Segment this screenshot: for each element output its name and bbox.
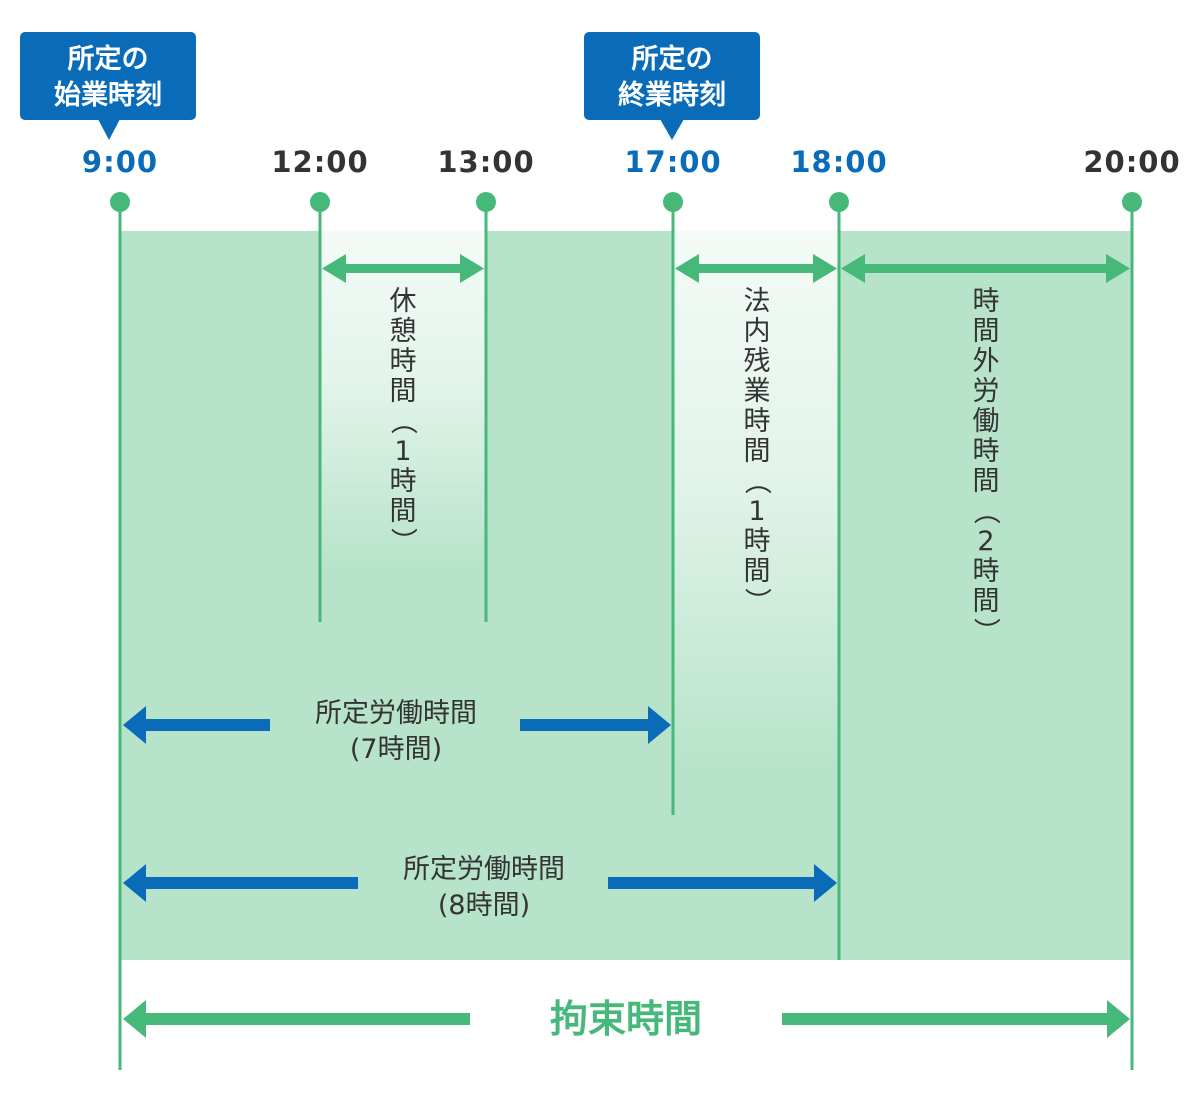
break-label-char: 1 — [394, 436, 411, 467]
time-label-2000: 20:00 — [1083, 145, 1180, 179]
overtime-label-char: 時 — [973, 286, 1000, 317]
dot-1300 — [476, 192, 496, 212]
break-arrow — [322, 254, 484, 283]
legal-overtime-label-char: 内 — [744, 316, 771, 347]
prescribed-7h-label-line1: 所定労働時間 — [315, 698, 477, 729]
overtime-label-char: 働 — [973, 406, 1000, 437]
legal-overtime-band — [673, 231, 839, 771]
restraint-label: 拘束時間 — [550, 997, 702, 1041]
dot-1700 — [663, 192, 683, 212]
overtime-label-char: 間 — [973, 316, 1000, 347]
overtime-label-char: （ — [970, 498, 1001, 525]
prescribed-7h-arrow — [123, 706, 671, 744]
bubble-start-line2: 始業時刻 — [54, 79, 162, 111]
legal-overtime-label-char: ） — [741, 588, 772, 615]
dot-0900 — [110, 192, 130, 212]
break-label-char: 時 — [390, 466, 417, 497]
legal-overtime-label-char: 法 — [744, 286, 771, 317]
overtime-arrow — [841, 254, 1130, 283]
legal-overtime-label-char: 間 — [744, 556, 771, 587]
dot-1800 — [829, 192, 849, 212]
prescribed-7h-label-line2: (7時間) — [350, 734, 442, 765]
time-label-1800: 18:00 — [790, 145, 887, 179]
break-label-char: 間 — [390, 496, 417, 527]
legal-overtime-label-char: 時 — [744, 526, 771, 557]
break-label-char: （ — [387, 408, 418, 435]
time-label-0900: 9:00 — [82, 145, 158, 179]
legal-overtime-label-char: 1 — [748, 496, 765, 527]
legal-overtime-label-char: （ — [741, 468, 772, 495]
dot-2000 — [1122, 192, 1142, 212]
legal-overtime-label-char: 間 — [744, 436, 771, 467]
bubble-start-time: 所定の 始業時刻 — [20, 32, 196, 140]
time-label-1300: 13:00 — [437, 145, 534, 179]
bubble-end-line1: 所定の — [632, 43, 713, 75]
overtime-label-char: 間 — [973, 586, 1000, 617]
overtime-label-char: ） — [970, 618, 1001, 645]
break-label-char: 休 — [390, 286, 417, 317]
legal-overtime-label-char: 業 — [744, 376, 771, 407]
overtime-label-char: 労 — [973, 376, 1000, 407]
bubble-end-time: 所定の 終業時刻 — [584, 32, 760, 140]
bubble-end-line2: 終業時刻 — [618, 79, 726, 111]
prescribed-8h-label-line2: (8時間) — [438, 890, 530, 921]
restraint-arrow — [123, 1000, 1130, 1038]
legal-overtime-label-char: 時 — [744, 406, 771, 437]
break-band — [320, 231, 486, 571]
time-label-1200: 12:00 — [271, 145, 368, 179]
break-label-char: 時 — [390, 346, 417, 377]
bubble-start-line1: 所定の — [68, 43, 149, 75]
legal-overtime-label-char: 残 — [744, 346, 771, 377]
working-area — [120, 231, 1132, 960]
legal-overtime-arrow — [675, 254, 837, 283]
break-label-char: 間 — [390, 376, 417, 407]
prescribed-8h-label-line1: 所定労働時間 — [403, 854, 565, 885]
overtime-label-char: 2 — [977, 526, 994, 557]
overtime-label-char: 外 — [973, 346, 1000, 377]
overtime-label-char: 時 — [973, 556, 1000, 587]
time-label-1700: 17:00 — [624, 145, 721, 179]
break-label-char: ） — [387, 528, 418, 555]
dot-1200 — [310, 192, 330, 212]
break-label-char: 憩 — [390, 316, 417, 347]
overtime-label-char: 時 — [973, 436, 1000, 467]
prescribed-8h-arrow — [123, 864, 837, 902]
overtime-label-char: 間 — [973, 466, 1000, 497]
